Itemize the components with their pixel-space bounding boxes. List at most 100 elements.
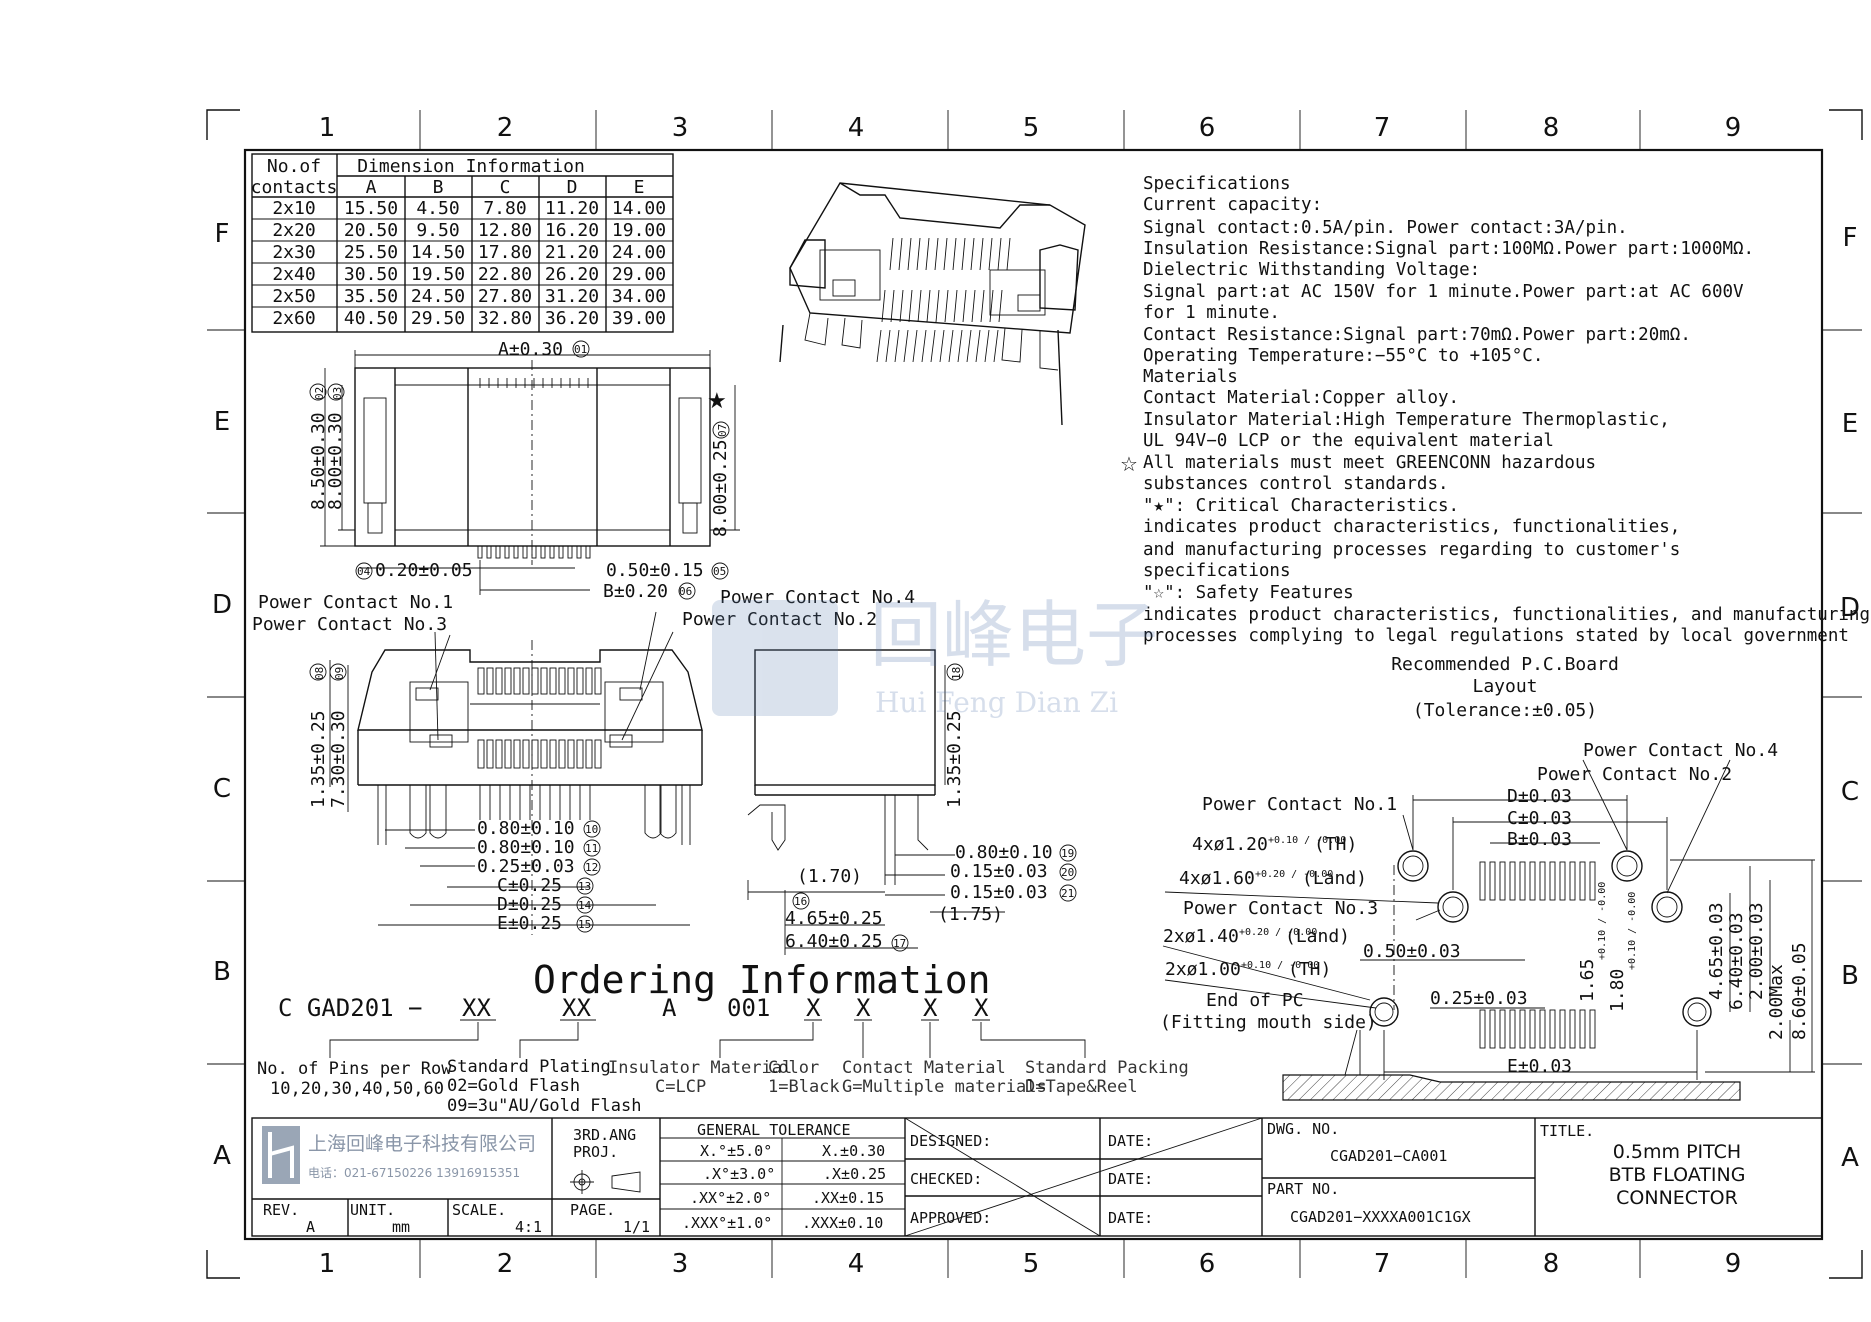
- pcb-dim-025: 0.25±0.03: [1430, 988, 1528, 1009]
- zone-row-right-B: B: [1841, 961, 1859, 991]
- pcb-dim-180-tol: +0.10 / -0.00: [1627, 892, 1638, 970]
- dimension-table: No.of contacts Dimension Information A B…: [251, 153, 674, 333]
- spec-line: Dielectric Withstanding Voltage:: [1143, 260, 1480, 280]
- zone-col-top-8: 8: [1543, 113, 1560, 143]
- top-dim-p050: 0.50±0.15: [606, 560, 704, 581]
- table-col-e: E: [634, 177, 645, 198]
- ordering-plating-value-2: 09=3u"AU/Gold Flash: [447, 1096, 641, 1116]
- pcb-dim-640: 6.40±0.03: [1726, 912, 1747, 1010]
- pcb-title-3: (Tolerance:±0.05): [1413, 700, 1597, 721]
- table-cell: 20.50: [344, 220, 398, 241]
- top-dim-h850-num: 02: [313, 387, 326, 400]
- front-dim-d11-num: 11: [585, 842, 598, 855]
- top-dim-p020-num: 04: [357, 565, 371, 578]
- scale-value: 4:1: [515, 1218, 542, 1236]
- front-dim-h730-num: 09: [333, 667, 346, 680]
- front-dim-h730: 7.30±0.30: [328, 710, 349, 808]
- spec-line: Materials: [1143, 367, 1238, 387]
- spec-line: indicates product characteristics, funct…: [1143, 517, 1680, 537]
- ordering-color-label: Color: [768, 1058, 819, 1078]
- tol-linear-4: .XXX±0.10: [802, 1214, 883, 1232]
- pcb-layout: Recommended P.C.Board Layout (Tolerance:…: [1160, 654, 1815, 1101]
- pcb-dim-d: D±0.03: [1507, 786, 1572, 807]
- ordering-slot-pins: XX: [462, 994, 491, 1022]
- table-cell: 25.50: [344, 242, 398, 263]
- unit-label: UNIT.: [350, 1201, 395, 1219]
- table-cell: 36.20: [545, 308, 599, 329]
- table-cell: 35.50: [344, 286, 398, 307]
- zone-col-bot-8: 8: [1543, 1249, 1560, 1279]
- ordering-slot-packing: X: [974, 994, 989, 1022]
- table-cell: 2x10: [272, 198, 315, 219]
- table-col-c: C: [500, 177, 511, 198]
- pcb-th100: 2xø1.00: [1165, 959, 1241, 980]
- front-view: Power Contact No.1 Power Contact No.3 1.…: [252, 592, 703, 935]
- table-head-noof: No.of: [267, 156, 321, 177]
- pcb-dim-200: 2.00±0.03: [1746, 902, 1767, 1000]
- table-cell: 12.80: [478, 220, 532, 241]
- side-dim-d175: (1.75): [938, 904, 1003, 925]
- front-dim-h135-num: 08: [313, 667, 326, 680]
- ordering-slot-insulator: X: [806, 994, 821, 1022]
- tol-angle-1: X.°±5.0°: [700, 1142, 772, 1160]
- ordering-insulator-label: Insulator Material: [608, 1058, 792, 1078]
- zone-col-top-6: 6: [1199, 113, 1216, 143]
- top-dim-p050-num: 05: [713, 565, 726, 578]
- top-dim-h800b-num: 07: [716, 424, 729, 437]
- pcb-label-pc3: Power Contact No.3: [1183, 898, 1378, 919]
- side-dim-d170: (1.70): [797, 866, 862, 887]
- front-dim-h135: 1.35±0.25: [308, 710, 329, 808]
- approved-label: APPROVED:: [910, 1209, 991, 1227]
- sheet-frame: [206, 109, 1863, 1279]
- table-cell: 24.00: [612, 242, 666, 263]
- table-cell: 24.50: [411, 286, 465, 307]
- zone-col-bot-3: 3: [672, 1249, 689, 1279]
- side-dim-d465: 4.65±0.25: [785, 908, 883, 929]
- designed-date-label: DATE:: [1108, 1132, 1153, 1150]
- pcb-land140: 2xø1.40: [1163, 926, 1239, 947]
- checked-date-label: DATE:: [1108, 1170, 1153, 1188]
- pcb-dim-180: 1.80: [1607, 969, 1628, 1012]
- table-cell: 2x20: [272, 220, 315, 241]
- watermark-en: Hui Feng Dian Zi: [875, 686, 1118, 719]
- tol-angle-2: .X°±3.0°: [703, 1165, 775, 1183]
- pcb-th100-tol: +0.10 / -0.00: [1241, 960, 1319, 971]
- side-view: Power Contact No.4 Power Contact No.2 1.…: [682, 587, 1077, 955]
- ordering-code-001: 001: [727, 994, 770, 1022]
- ordering-pins-values: 10,20,30,40,50,60: [270, 1079, 444, 1099]
- table-cell: 4.50: [416, 198, 459, 219]
- tol-linear-3: .XX±0.15: [812, 1189, 884, 1207]
- side-dim-d20-num: 20: [1061, 866, 1074, 879]
- table-cell: 19.50: [411, 264, 465, 285]
- front-dim-d10: 0.80±0.10: [477, 818, 575, 839]
- zone-col-top-7: 7: [1374, 113, 1391, 143]
- zone-row-left-F: F: [215, 219, 230, 249]
- zone-row-left-C: C: [213, 774, 231, 804]
- ordering-color-value: 1=Black: [768, 1077, 840, 1097]
- dwg-no-label: DWG. NO.: [1267, 1120, 1339, 1138]
- designed-label: DESIGNED:: [910, 1132, 991, 1150]
- ordering-information: Ordering Information C GAD201 − XX XX A …: [257, 958, 1189, 1116]
- dwg-no-value: CGAD201−CA001: [1330, 1147, 1447, 1165]
- zone-row-left-B: B: [213, 957, 231, 987]
- front-dim-d14: D±0.25: [497, 894, 562, 915]
- ordering-insulator-value: C=LCP: [655, 1077, 706, 1097]
- top-dim-h850: 8.50±0.30: [308, 412, 329, 510]
- spec-line: Insulator Material:High Temperature Ther…: [1143, 410, 1670, 430]
- table-cell: 26.20: [545, 264, 599, 285]
- pcb-title-2: Layout: [1472, 676, 1537, 697]
- spec-line: substances control standards.: [1143, 474, 1449, 494]
- spec-line: Signal part:at AC 150V for 1 minute.Powe…: [1143, 282, 1744, 302]
- table-head-contacts: contacts: [251, 177, 338, 198]
- ordering-packing-value: D=Tape&Reel: [1025, 1077, 1138, 1097]
- company-name-cn: 上海回峰电子科技有限公司: [308, 1133, 536, 1155]
- table-cell: 11.20: [545, 198, 599, 219]
- pcb-dim-b: B±0.03: [1507, 829, 1572, 850]
- side-dim-d21-num: 21: [1061, 887, 1074, 900]
- projection-symbol-icon: [570, 1170, 641, 1194]
- table-cell: 21.20: [545, 242, 599, 263]
- table-cell: 17.80: [478, 242, 532, 263]
- table-cell: 7.80: [483, 198, 526, 219]
- table-cell: 31.20: [545, 286, 599, 307]
